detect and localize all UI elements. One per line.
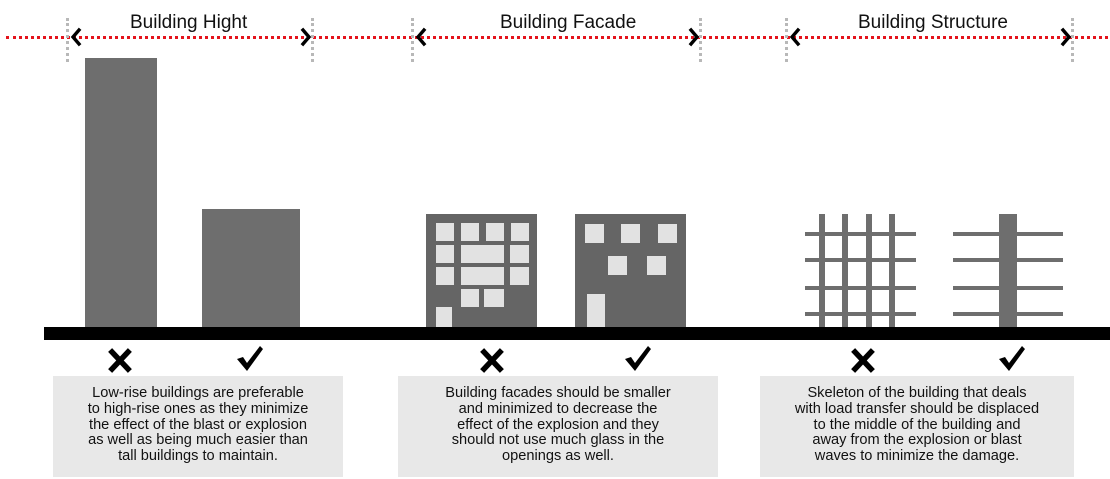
chevron-left-icon [787, 27, 803, 47]
red-dotted-guide-line [6, 36, 1108, 39]
section-divider-tick [699, 18, 702, 62]
check-mark-icon [621, 343, 653, 373]
x-mark-icon [476, 343, 508, 373]
x-mark-icon [847, 343, 879, 373]
window [510, 245, 529, 263]
structure-column [819, 214, 825, 328]
structure-column [866, 214, 872, 328]
window [608, 256, 627, 275]
description-box-structure: Skeleton of the building that deals with… [760, 376, 1074, 477]
structure-beam [805, 312, 916, 316]
structure-beam [953, 312, 1063, 316]
structure-beam [805, 286, 916, 290]
x-mark-icon [104, 343, 136, 373]
description-text-height: Low-rise buildings are preferable to hig… [87, 385, 309, 465]
section-title-building-facade: Building Facade [494, 12, 643, 34]
structure-beam [805, 258, 916, 262]
window [510, 267, 529, 285]
chevron-right-icon [686, 27, 702, 47]
chevron-left-icon [68, 27, 84, 47]
window [647, 256, 666, 275]
ground-line [44, 327, 1110, 340]
window [461, 245, 504, 263]
chevron-right-icon [1058, 27, 1074, 47]
section-title-building-structure: Building Structure [852, 12, 1014, 34]
low-rise-building [202, 209, 300, 328]
structure-core [999, 214, 1017, 328]
window [436, 307, 452, 328]
door [587, 294, 605, 328]
structure-beam [805, 232, 916, 236]
structure-column [889, 214, 895, 328]
facade-building-few-windows [575, 214, 686, 328]
check-mark-icon [995, 343, 1027, 373]
window [461, 223, 479, 241]
section-divider-tick [411, 18, 414, 62]
section-divider-tick [785, 18, 788, 62]
structure-beam [953, 286, 1063, 290]
window [585, 224, 604, 243]
window [436, 223, 454, 241]
description-text-structure: Skeleton of the building that deals with… [794, 385, 1040, 465]
facade-building-many-windows [426, 214, 537, 328]
window [486, 223, 504, 241]
window [484, 289, 504, 307]
description-box-height: Low-rise buildings are preferable to hig… [53, 376, 343, 477]
section-divider-tick [311, 18, 314, 62]
window [658, 224, 677, 243]
structure-beam [953, 258, 1063, 262]
structure-column [842, 214, 848, 328]
check-mark-icon [233, 343, 265, 373]
chevron-left-icon [413, 27, 429, 47]
window [461, 267, 504, 285]
section-divider-tick [1071, 18, 1074, 62]
section-divider-tick [66, 18, 69, 62]
structure-beam [953, 232, 1063, 236]
description-text-facade: Building facades should be smaller and m… [445, 385, 671, 465]
window [461, 289, 479, 307]
window [621, 224, 640, 243]
section-title-building-height: Building Hight [124, 12, 254, 34]
window [511, 223, 529, 241]
window [436, 267, 454, 285]
high-rise-building [85, 58, 157, 328]
description-box-facade: Building facades should be smaller and m… [398, 376, 718, 477]
window [436, 245, 454, 263]
chevron-right-icon [298, 27, 314, 47]
